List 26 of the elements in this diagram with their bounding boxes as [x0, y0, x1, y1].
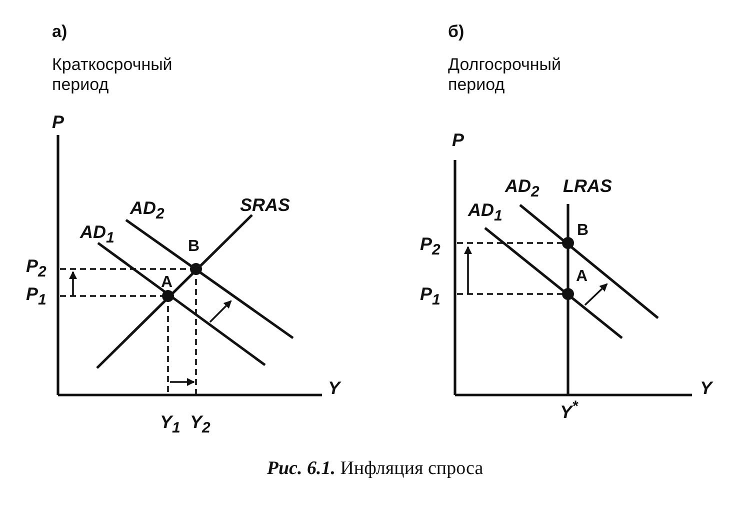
curve-label: AD$_{1}$	[468, 200, 502, 225]
axis-label: P$_{2}$	[26, 256, 46, 281]
curve-label: LRAS	[563, 176, 612, 197]
panel-label: б)	[448, 22, 464, 42]
panel-heading: Краткосрочный период	[52, 55, 174, 94]
axis-label: P	[52, 112, 64, 133]
figure-caption: Рис. 6.1. Инфляция спроса	[266, 458, 484, 480]
axis-label: P$_{2}$	[420, 234, 440, 259]
point-label: B	[188, 238, 200, 256]
point-label: A	[576, 268, 588, 286]
axis-label: P$_{1}$	[420, 284, 440, 309]
axis-label: Y	[700, 378, 712, 399]
curve-label: AD$_{2}$	[505, 176, 540, 201]
axis-label: Y$_{1}$	[160, 412, 180, 437]
curve-label: SRAS	[240, 195, 290, 216]
curve-label: AD$_{2}$	[130, 198, 164, 223]
axis-label: Y$^{*}$	[560, 398, 578, 423]
curve-label: AD$_{1}$	[80, 222, 114, 247]
axis-label: P	[452, 130, 464, 151]
point-label: A	[161, 274, 173, 292]
axis-label: P$_{1}$	[26, 284, 46, 309]
axis-label: Y	[328, 378, 340, 399]
axis-label: Y$_{2}$	[190, 412, 210, 437]
panel-label: а)	[52, 22, 68, 42]
point-label: B	[577, 222, 589, 240]
panel-heading: Долгосрочный период	[448, 55, 562, 94]
